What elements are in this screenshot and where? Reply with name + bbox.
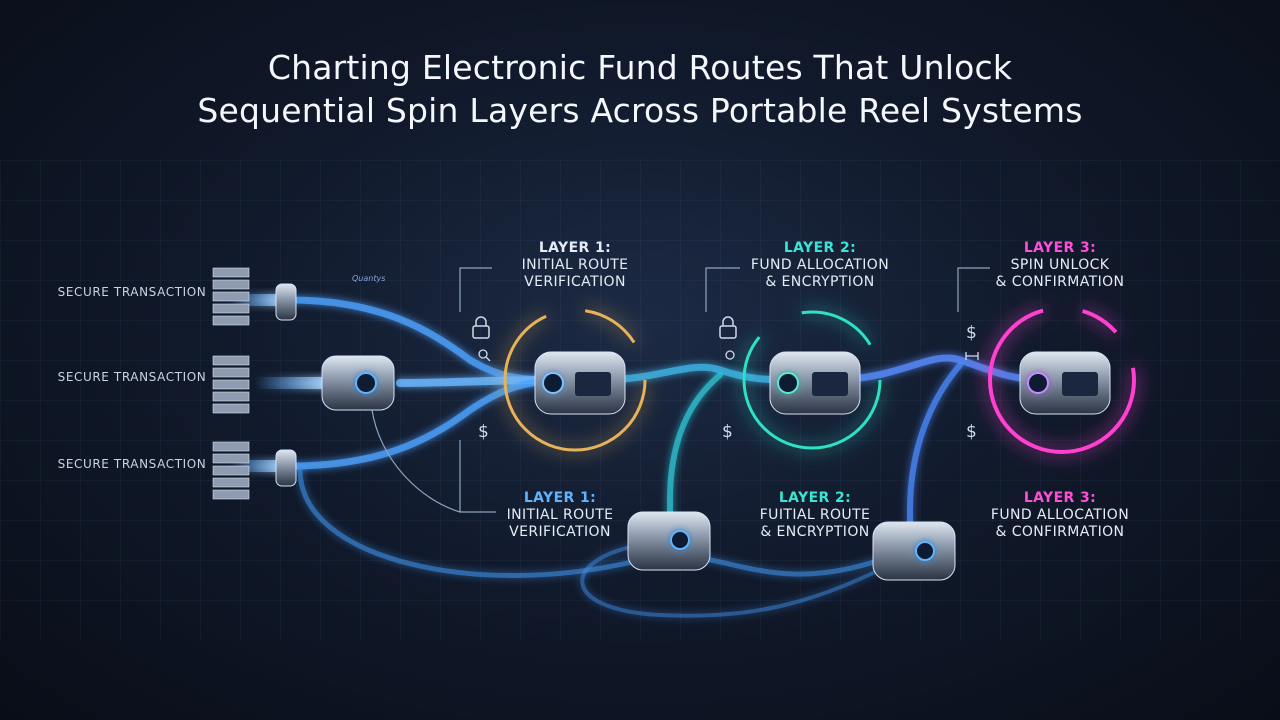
flow-path-down-2 <box>907 362 963 528</box>
reel-lower-1 <box>627 511 711 571</box>
source-label-2: SECURE TRANSACTION <box>57 370 207 384</box>
bottom-layer-1-head: LAYER 1: <box>523 490 597 506</box>
source-label-1: SECURE TRANSACTION <box>57 285 207 299</box>
bottom-layer-3-head: LAYER 3: <box>1023 490 1097 506</box>
bottom-layer-1-line2: VERIFICATION <box>509 524 611 540</box>
dollar-icon-1: $ <box>478 422 489 442</box>
top-layer-2-head: LAYER 2: <box>783 240 857 256</box>
reel-layer-3 <box>1019 351 1111 415</box>
server-stack-1 <box>212 267 250 326</box>
source-reel-middle <box>321 355 395 411</box>
source-cylinder-bottom <box>275 449 297 487</box>
dollar-icon-3: $ <box>966 323 977 343</box>
bottom-layer-1-label: LAYER 1: INITIAL ROUTE VERIFICATION <box>475 490 645 541</box>
source-cylinder-top <box>275 283 297 321</box>
bottom-layer-2-line2: & ENCRYPTION <box>760 524 870 540</box>
ring-layer-3 <box>988 306 1136 454</box>
flow-path-2-3 <box>826 354 1049 384</box>
flow-path-down-1 <box>667 372 723 523</box>
top-layer-1-label: LAYER 1: INITIAL ROUTE VERIFICATION <box>490 240 660 291</box>
top-layer-2-line1: FUND ALLOCATION <box>750 257 890 273</box>
ring-layer-2 <box>742 310 882 450</box>
title-line-1: Charting Electronic Fund Routes That Unl… <box>267 48 1013 87</box>
bottom-layer-2-line1: FUITIAL ROUTE <box>759 507 871 523</box>
top-layer-3-label: LAYER 3: SPIN UNLOCK & CONFIRMATION <box>975 240 1145 291</box>
top-layer-1-line2: VERIFICATION <box>524 274 626 290</box>
bottom-layer-2-label: LAYER 2: FUITIAL ROUTE & ENCRYPTION <box>730 490 900 541</box>
top-layer-3-head: LAYER 3: <box>1023 240 1097 256</box>
dollar-icon-2: $ <box>722 422 733 442</box>
title-line-2: Sequential Spin Layers Across Portable R… <box>197 91 1083 130</box>
bracket-top-2 <box>705 267 740 312</box>
server-stack-3 <box>212 441 250 500</box>
search-icon <box>478 349 491 362</box>
curve-connector <box>371 409 461 513</box>
source-label-3: SECURE TRANSACTION <box>57 457 207 471</box>
flow-path-loop <box>297 467 883 578</box>
lock-icon-1 <box>472 316 490 339</box>
bottom-layer-3-line1: FUND ALLOCATION <box>990 507 1130 523</box>
top-layer-2-label: LAYER 2: FUND ALLOCATION & ENCRYPTION <box>735 240 905 291</box>
reel-layer-1 <box>534 351 626 415</box>
bottom-layer-3-line2: & CONFIRMATION <box>995 524 1125 540</box>
top-layer-1-line1: INITIAL ROUTE <box>521 257 629 273</box>
top-layer-3-line1: SPIN UNLOCK <box>1010 257 1110 273</box>
refresh-icon <box>725 350 735 360</box>
flow-path-1-2 <box>596 363 799 384</box>
arrows-icon <box>965 352 979 360</box>
bottom-layer-3-label: LAYER 3: FUND ALLOCATION & CONFIRMATION <box>975 490 1145 541</box>
lock-icon-2 <box>719 316 737 339</box>
bottom-layer-1-line1: INITIAL ROUTE <box>506 507 614 523</box>
flow-path-loop-2 <box>580 543 902 618</box>
small-tag: Quantys <box>352 274 386 283</box>
bracket-top-3 <box>957 267 990 312</box>
ring-layer-1 <box>503 308 647 452</box>
reel-lower-2 <box>872 521 956 581</box>
reel-layer-2 <box>769 351 861 415</box>
top-layer-1-head: LAYER 1: <box>538 240 612 256</box>
page-title: Charting Electronic Fund Routes That Unl… <box>0 46 1280 132</box>
flow-path-bottom <box>286 376 564 470</box>
bottom-layer-2-head: LAYER 2: <box>778 490 852 506</box>
bracket-top-1 <box>459 267 492 312</box>
dollar-icon-4: $ <box>966 422 977 442</box>
top-layer-2-line2: & ENCRYPTION <box>765 274 875 290</box>
server-stack-2 <box>212 355 250 414</box>
top-layer-3-line2: & CONFIRMATION <box>995 274 1125 290</box>
